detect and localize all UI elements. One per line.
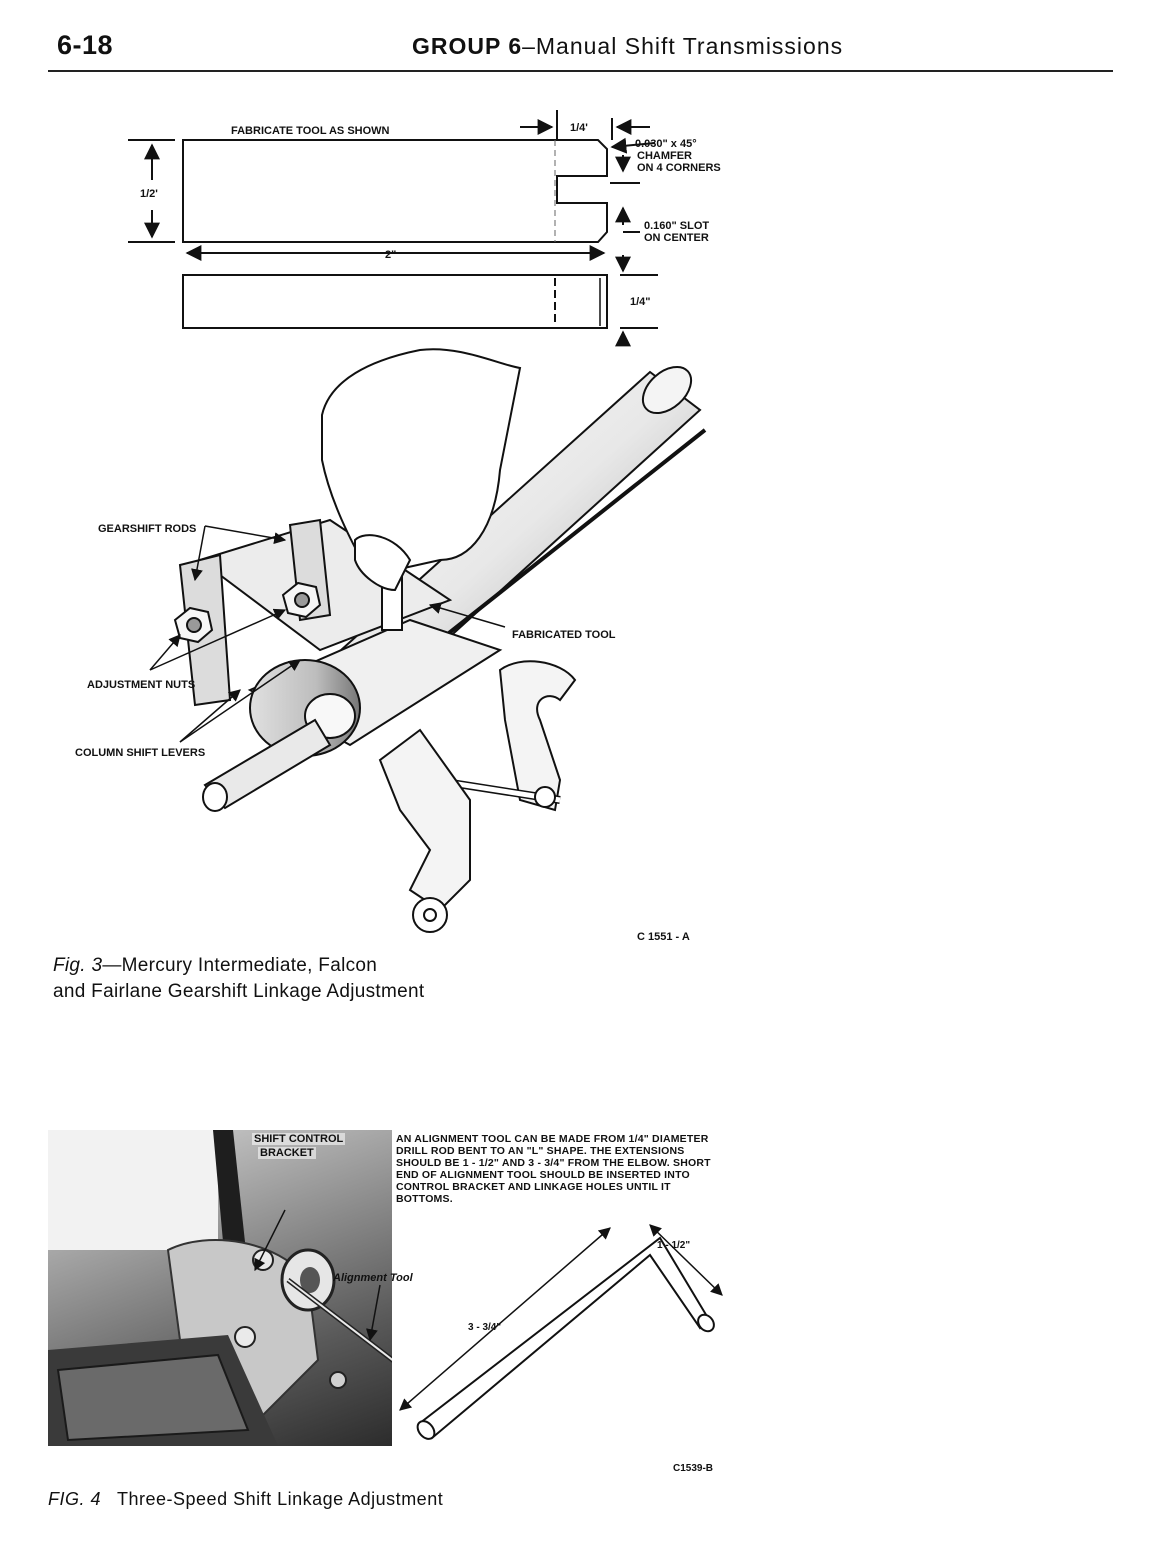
fig4-caption-prefix: FIG. 4 — [48, 1489, 102, 1509]
dim-long-label: 3 - 3/4" — [468, 1322, 501, 1333]
fig4-code: C1539-B — [673, 1463, 713, 1474]
group-label: GROUP 6 — [412, 33, 523, 59]
fig3-caption: Fig. 3—Mercury Intermediate, Falcon and … — [53, 953, 424, 1005]
fabricate-label: FABRICATE TOOL AS SHOWN — [231, 125, 390, 137]
page-number: 6-18 — [57, 30, 114, 60]
adjustment-nuts-label: ADJUSTMENT NUTS — [87, 679, 195, 691]
fabricated-tool-label: FABRICATED TOOL — [512, 629, 616, 641]
fig3-callout-labels: GEARSHIFT RODS FABRICATED TOOL ADJUSTMEN… — [75, 523, 690, 943]
shift-control-label-2: BRACKET — [258, 1147, 316, 1159]
fig3-dimension-labels: FABRICATE TOOL AS SHOWN 1/4' 0.030" x 45… — [140, 122, 721, 308]
fig4-note: AN ALIGNMENT TOOL CAN BE MADE FROM 1/4" … — [396, 1133, 711, 1205]
fig3-caption-prefix: Fig. 3 — [53, 955, 103, 976]
dimension-lines — [128, 110, 658, 347]
chamfer-label-3: ON 4 CORNERS — [637, 162, 721, 174]
shift-control-label-1: SHIFT CONTROL — [252, 1133, 346, 1145]
page-header: GROUP 6–Manual Shift Transmissions — [412, 33, 843, 60]
column-shift-levers-label: COLUMN SHIFT LEVERS — [75, 747, 205, 759]
tool-side-view — [182, 274, 608, 329]
l-shaped-alignment-tool — [416, 1236, 715, 1440]
page-title: –Manual Shift Transmissions — [522, 33, 844, 59]
alignment-tool-label: Alignment Tool — [333, 1272, 413, 1284]
quarter-top-label: 1/4' — [570, 122, 588, 134]
fig4-photo-shapes — [48, 1130, 392, 1446]
tool-top-view — [182, 139, 608, 243]
slot-label-2: ON CENTER — [644, 232, 709, 244]
steering-column-illustration — [173, 348, 707, 933]
slot-label-1: 0.160" SLOT — [644, 220, 709, 232]
quarter-side-label: 1/4" — [630, 296, 651, 308]
two-inch-label: 2" — [385, 249, 396, 261]
header-rule — [48, 70, 1113, 72]
fig3-caption-line2: and Fairlane Gearshift Linkage Adjustmen… — [53, 981, 425, 1002]
dim-short-label: 1 - 1/2" — [657, 1240, 690, 1251]
half-label: 1/2' — [140, 188, 158, 200]
fig3-drawing: FABRICATE TOOL AS SHOWN 1/4' 0.030" x 45… — [75, 110, 721, 943]
fig4-caption: FIG. 4 Three-Speed Shift Linkage Adjustme… — [48, 1489, 443, 1510]
chamfer-label-1: 0.030" x 45° — [635, 138, 697, 150]
fig3-code: C 1551 - A — [637, 931, 690, 943]
gearshift-rods-label: GEARSHIFT RODS — [98, 523, 196, 535]
fig4-photo: SHIFT CONTROL BRACKET — [48, 1130, 392, 1446]
chamfer-label-2: CHAMFER — [637, 150, 692, 162]
fig3-leader-lines — [149, 525, 506, 743]
fig4-caption-text: Three-Speed Shift Linkage Adjustment — [117, 1489, 444, 1509]
fig3-caption-line1: —Mercury Intermediate, Falcon — [102, 955, 378, 976]
